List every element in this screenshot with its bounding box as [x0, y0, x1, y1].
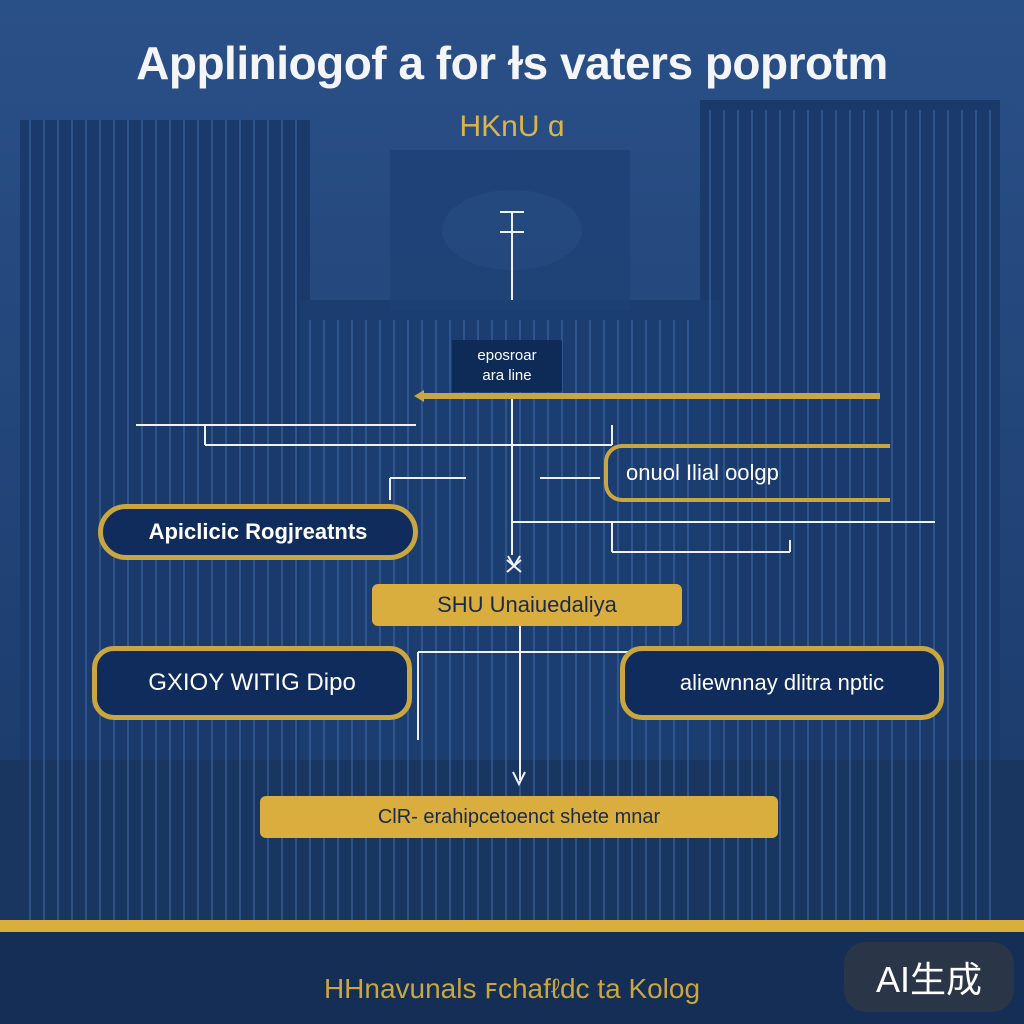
hku-university-label: SHU Unaiuedaliya — [437, 592, 617, 617]
right-node-label: aliewnnay dlitra nptic — [679, 670, 885, 695]
diagram-subtitle: HKnU ɑ — [459, 110, 565, 143]
application-requirements-label: Apiclicic Rogjreatnts — [148, 519, 368, 544]
gold-rail-arrow — [414, 390, 424, 402]
cross-mark-b — [506, 559, 522, 573]
arrow-down-1 — [507, 555, 521, 568]
top-info-box: eposroar ara line — [452, 340, 562, 392]
footer-divider — [0, 920, 1024, 932]
left-node: GXIOY WITIG Dipo — [92, 646, 412, 720]
hku-university-node: SHU Unaiuedaliya — [372, 584, 682, 626]
footer-text: HHnavunals ꜰchafℓdc ta Kolog — [323, 973, 701, 1004]
ai-generated-badge: AI生成 — [844, 942, 1014, 1012]
outline-node-label: onuol Ilial oolgp — [626, 460, 779, 485]
bottom-node-label: ClR- erahipcetoenct shete mnar — [377, 805, 661, 828]
outline-node: onuol Ilial oolgp — [604, 444, 890, 502]
ai-generated-badge-label: AI生成 — [875, 959, 982, 1000]
left-node-label: GXIOY WITIG Dipo — [148, 669, 356, 696]
top-info-line-1: eposroar — [477, 347, 537, 364]
bottom-node: ClR- erahipcetoenct shete mnar — [260, 796, 778, 838]
diagram-title: Applinioɡof a for ɫs vaters poprotm — [136, 37, 888, 89]
top-info-line-2: ara line — [482, 367, 532, 384]
arrow-down-2 — [512, 771, 526, 787]
application-requirements-node: Apiclicic Rogjreatnts — [98, 504, 418, 560]
right-node: aliewnnay dlitra nptic — [620, 646, 944, 720]
